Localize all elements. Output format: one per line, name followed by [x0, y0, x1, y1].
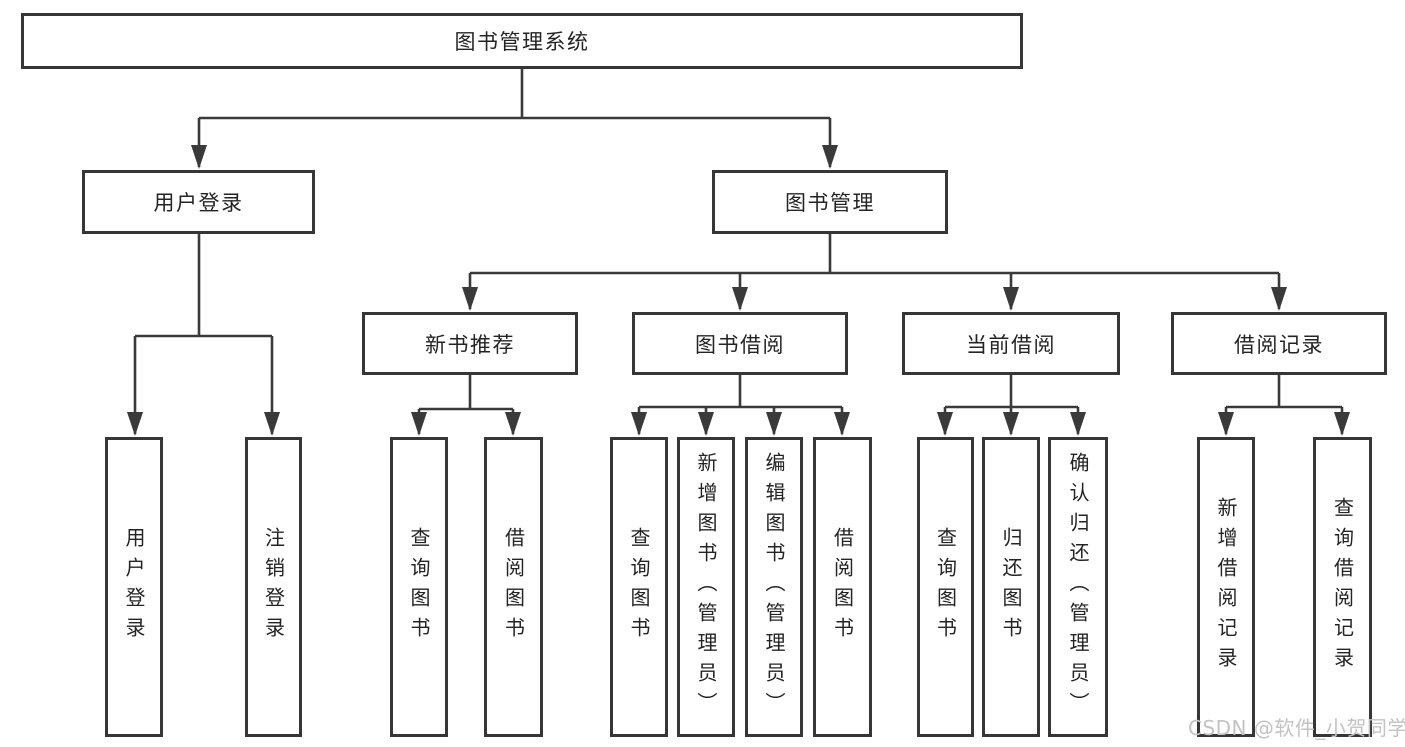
node-add-borrow-record: 新增借阅记录 [1197, 437, 1255, 737]
node-borrow-books-under-borrowing-label: 借阅图书 [830, 527, 855, 647]
node-borrow-books-under-recommend-label: 借阅图书 [501, 527, 526, 647]
node-borrow-books-under-recommend: 借阅图书 [484, 437, 543, 737]
node-query-borrow-record-label: 查询借阅记录 [1330, 497, 1355, 677]
node-root-label: 图书管理系统 [454, 30, 590, 54]
node-edit-books-admin: 编辑图书（管理员） [745, 437, 803, 737]
node-new-book-recommend: 新书推荐 [362, 312, 578, 375]
node-book-management: 图书管理 [712, 170, 948, 234]
node-root: 图书管理系统 [21, 13, 1023, 69]
node-confirm-return-admin-label: 确认归还（管理员） [1066, 452, 1090, 722]
node-return-books-label: 归还图书 [999, 527, 1023, 647]
node-query-books-under-recommend-label: 查询图书 [407, 527, 431, 647]
node-query-books-under-borrowing-label: 查询图书 [627, 527, 651, 647]
node-current-borrowing-label: 当前借阅 [966, 332, 1056, 357]
node-user-login-leaf: 用户登录 [105, 437, 163, 737]
node-return-books: 归还图书 [982, 437, 1040, 737]
node-query-books-under-current: 查询图书 [917, 437, 974, 737]
connector-buses [135, 69, 1342, 411]
node-user-login-leaf-label: 用户登录 [122, 527, 146, 647]
node-add-books-admin: 新增图书（管理员） [677, 437, 735, 737]
node-query-books-under-borrowing: 查询图书 [610, 437, 668, 737]
node-logout-leaf-label: 注销登录 [261, 527, 286, 647]
node-borrow-records: 借阅记录 [1171, 312, 1387, 375]
node-query-books-under-recommend: 查询图书 [390, 437, 448, 737]
node-edit-books-admin-label: 编辑图书（管理员） [762, 452, 786, 722]
node-logout-leaf: 注销登录 [245, 437, 302, 737]
watermark: CSDN @软件_小贺同学 [1188, 716, 1405, 740]
node-new-book-recommend-label: 新书推荐 [425, 332, 515, 357]
node-add-borrow-record-label: 新增借阅记录 [1214, 497, 1238, 677]
node-book-borrowing-label: 图书借阅 [695, 332, 785, 357]
node-query-borrow-record: 查询借阅记录 [1313, 437, 1372, 737]
node-query-books-under-current-label: 查询图书 [933, 527, 958, 647]
node-user-login-label: 用户登录 [153, 191, 244, 215]
node-confirm-return-admin: 确认归还（管理员） [1048, 437, 1108, 737]
connector-arrows [127, 118, 1350, 436]
node-user-login: 用户登录 [82, 170, 315, 234]
node-book-borrowing: 图书借阅 [632, 312, 848, 375]
node-current-borrowing: 当前借阅 [902, 312, 1120, 375]
node-borrow-records-label: 借阅记录 [1234, 332, 1324, 357]
node-borrow-books-under-borrowing: 借阅图书 [813, 437, 872, 737]
node-add-books-admin-label: 新增图书（管理员） [694, 452, 718, 722]
node-book-management-label: 图书管理 [785, 191, 875, 215]
